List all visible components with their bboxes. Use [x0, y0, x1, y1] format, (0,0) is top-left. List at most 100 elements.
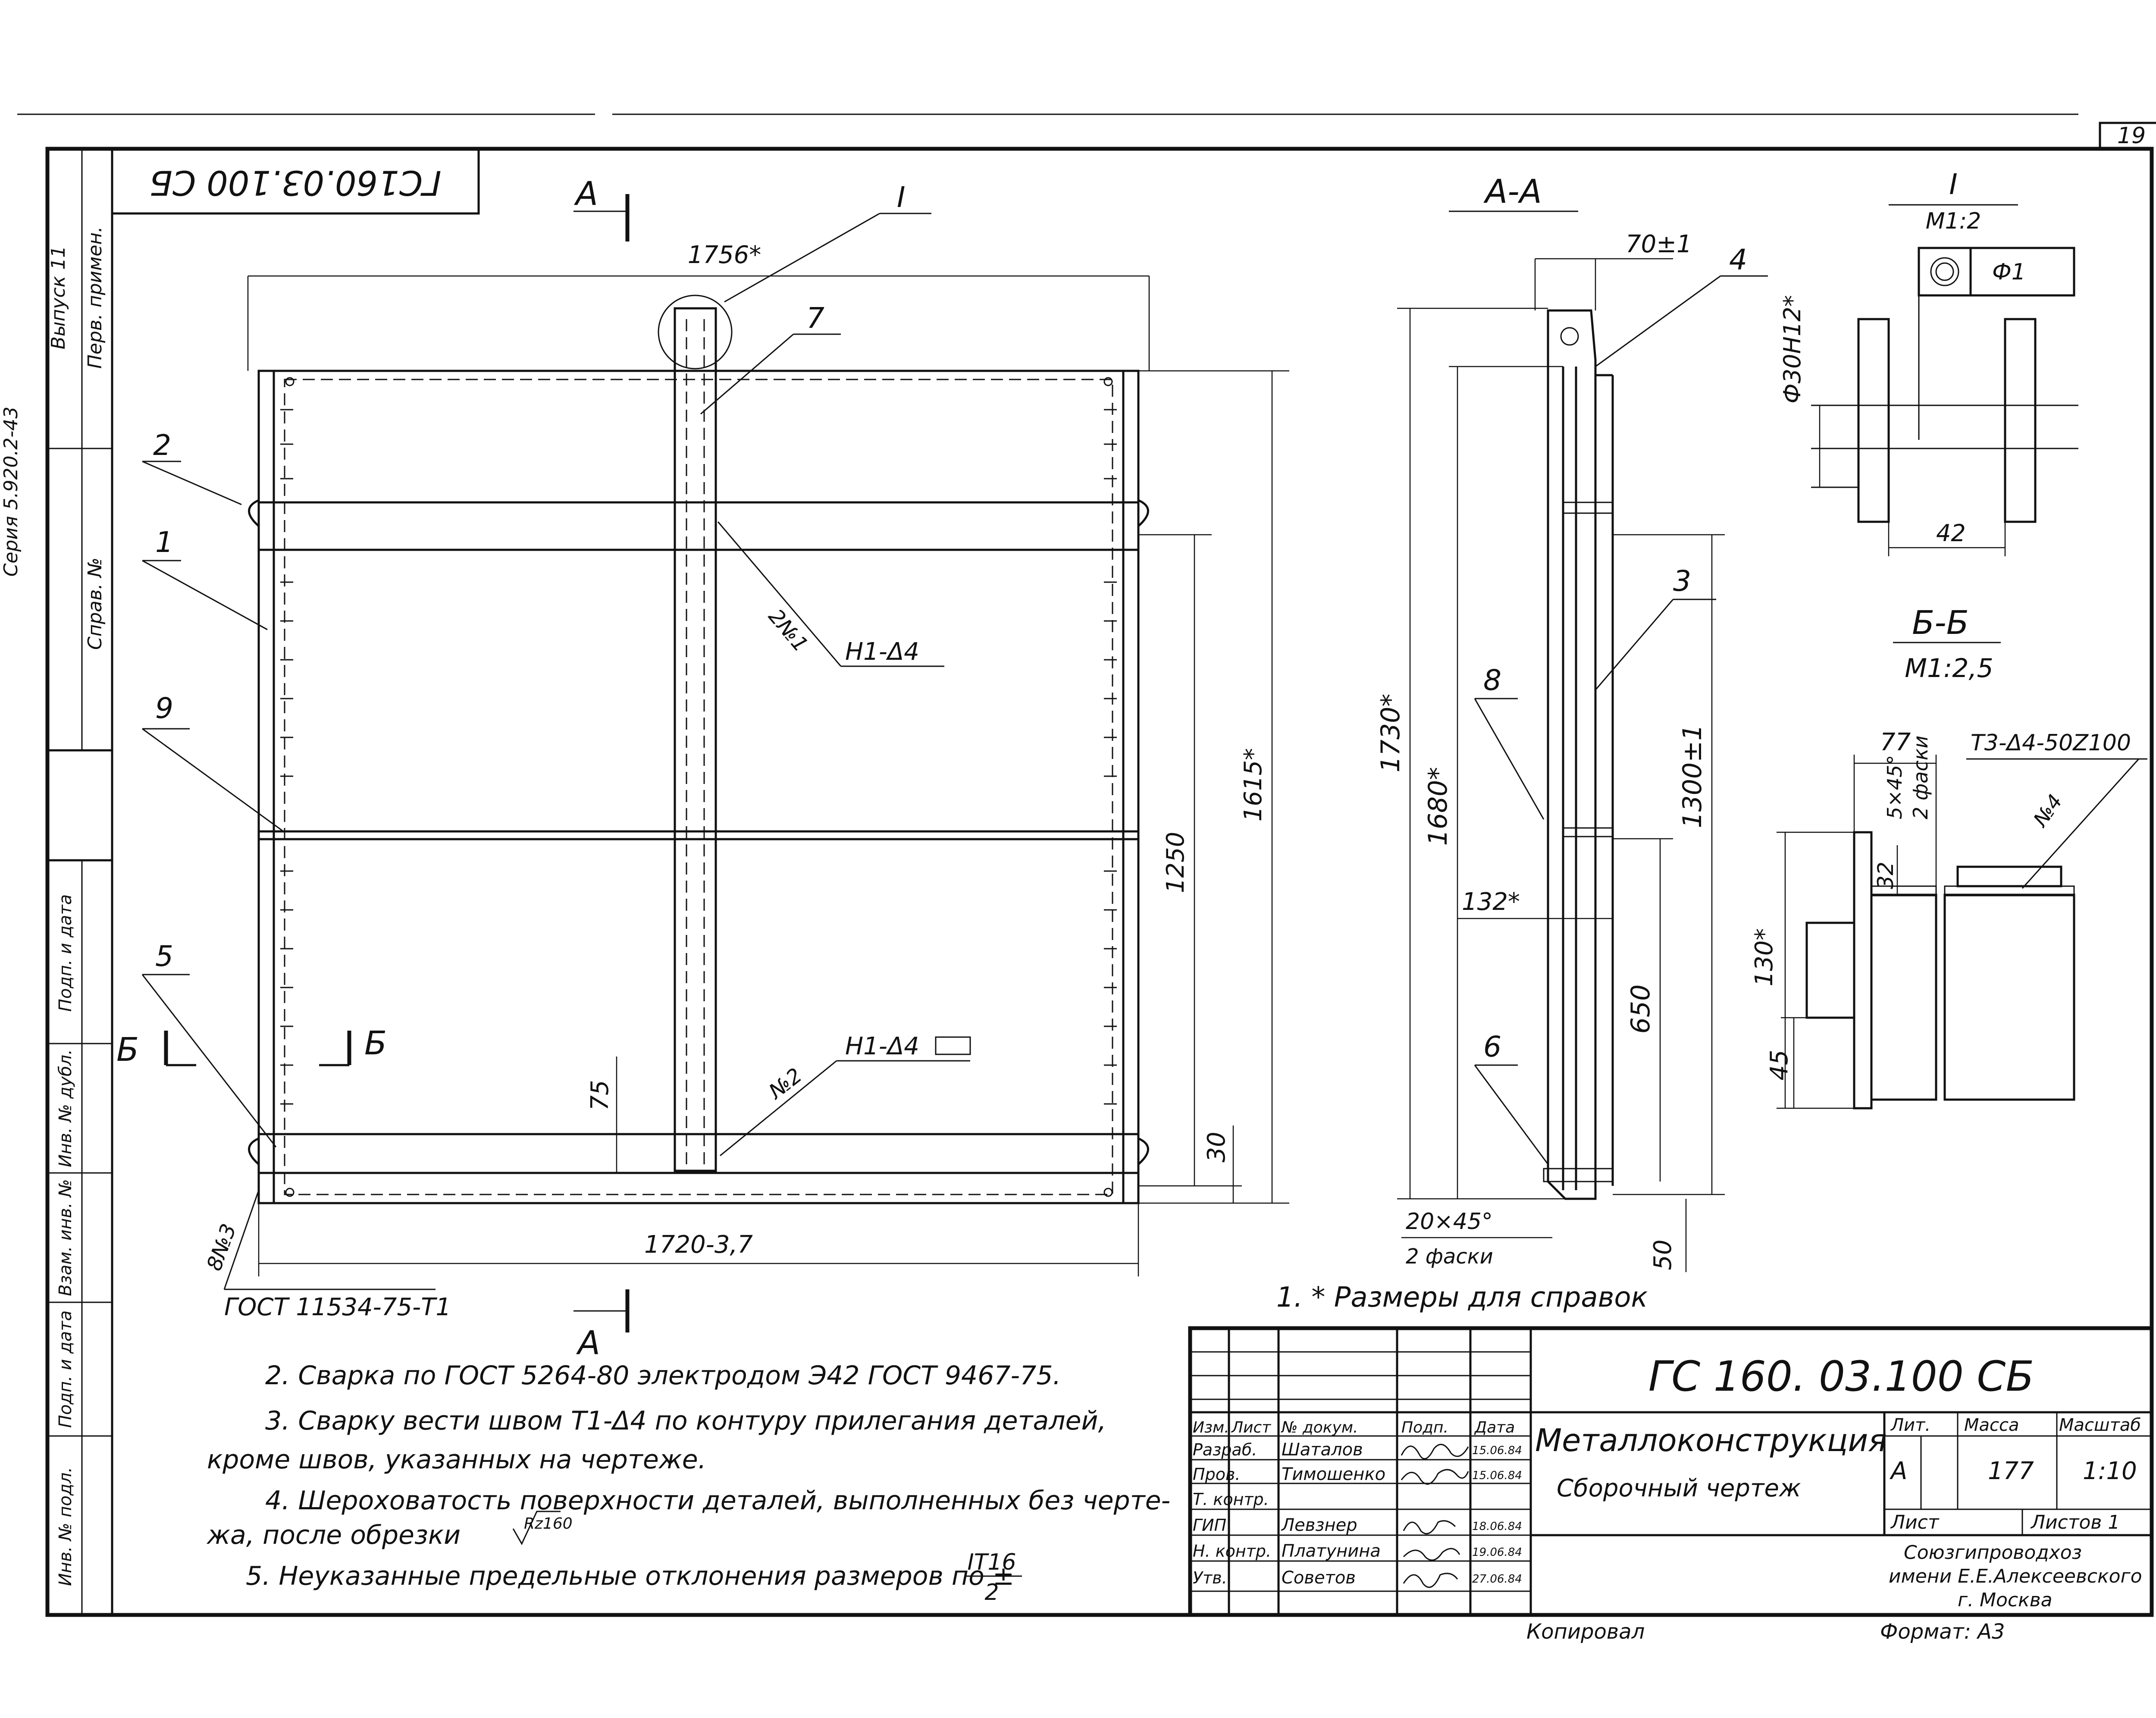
- section-b-left: Б: [116, 1030, 139, 1069]
- date-razrab: 15.06.84: [1472, 1444, 1522, 1457]
- bb-lug: [1805, 922, 1855, 1019]
- dim-1300: 1300±1: [1677, 724, 1708, 828]
- section-mark-bottom: А: [576, 1323, 600, 1362]
- dim-77: 77: [1880, 728, 1911, 756]
- date-nkontr: 19.06.84: [1472, 1546, 1522, 1559]
- date-gip: 18.06.84: [1472, 1520, 1522, 1533]
- sheet-label: Лист: [1890, 1511, 1940, 1533]
- page-number-box: 19: [2099, 122, 2156, 149]
- note-1: 1. * Размеры для справок: [1276, 1282, 1648, 1314]
- section-aa-foot: [1543, 1168, 1614, 1182]
- strip-podp-data-2: Подп. и дата: [56, 1310, 75, 1428]
- chamfer-aa-note: 2 фаски: [1406, 1245, 1493, 1269]
- role-prov: Пров.: [1193, 1465, 1240, 1484]
- pos-6: 6: [1483, 1030, 1501, 1063]
- bb-chamfer: 5×45°: [1883, 755, 1906, 819]
- pos-1: 1: [155, 526, 173, 559]
- roughness-symbol: [512, 1511, 561, 1546]
- dim-30: 30: [1203, 1132, 1231, 1162]
- hdr-izm: Изм.: [1193, 1419, 1229, 1436]
- pos-3: 3: [1673, 564, 1691, 598]
- dim-45: 45: [1765, 1050, 1793, 1080]
- dim-1730: 1730*: [1376, 694, 1406, 773]
- pos-2: 2: [153, 429, 171, 462]
- detail-lug-right: [2004, 318, 2037, 523]
- hdr-doc: № докум.: [1281, 1419, 1358, 1436]
- rotated-code: ГС160.03.100 СБ: [149, 163, 441, 202]
- section-b-right: Б: [364, 1024, 387, 1062]
- bb-channel-left: [1870, 893, 1937, 1101]
- bb-cap: [1956, 865, 2062, 887]
- section-bb: Б-Б М1:2,5 77 5×45° 2 фаски Т3-Δ4-50Z100…: [1750, 603, 2147, 1110]
- sheets-label: Листов 1: [2030, 1511, 2120, 1533]
- drawing-code: ГС 160. 03.100 СБ: [1648, 1352, 2034, 1401]
- detail-callout: I: [897, 181, 905, 214]
- weld-1-count: 2№1: [764, 605, 813, 657]
- bb-weld: Т3-Δ4-50Z100: [1971, 730, 2131, 756]
- strip-perv-primen: Перв. примен.: [84, 226, 106, 369]
- note-5-denominator: 2: [984, 1580, 999, 1605]
- strip-inv-podl: Инв. № подл.: [56, 1467, 75, 1586]
- bb-weld-count: №4: [2028, 790, 2067, 832]
- role-nkontr: Н. контр.: [1193, 1542, 1271, 1561]
- drawing-type: Сборочный чертеж: [1557, 1474, 1801, 1502]
- dim-50: 50: [1649, 1239, 1677, 1270]
- signature-prov: [1401, 1469, 1469, 1485]
- section-bb-title: Б-Б: [1912, 603, 1969, 642]
- bb-chamfer-note: 2 фаски: [1909, 736, 1932, 819]
- format-label: Формат: А3: [1880, 1620, 2005, 1644]
- copied-by-label: Копировал: [1526, 1620, 1645, 1644]
- section-aa-rib-1: [1562, 502, 1614, 514]
- org-line-1: Союзгипроводхоз: [1904, 1542, 2082, 1564]
- mass-label: Масса: [1964, 1415, 2019, 1435]
- signature-gip: [1403, 1520, 1456, 1535]
- page-number: 19: [2117, 123, 2146, 149]
- frame-outline: [257, 370, 1140, 1204]
- dim-132: 132*: [1462, 888, 1520, 916]
- org-line-3: г. Москва: [1958, 1589, 2053, 1611]
- roughness-value: Rz160: [524, 1515, 573, 1533]
- dim-width-bottom: 1720-3,7: [644, 1231, 753, 1259]
- detail-i-title: I: [1949, 168, 1957, 201]
- left-strip: Перв. примен. Справ. № Серия 5.920.2-43 …: [0, 147, 113, 1616]
- chamfer-aa: 20×45°: [1406, 1209, 1493, 1235]
- section-aa-title: А-А: [1483, 172, 1542, 210]
- role-razrab: Разраб.: [1193, 1440, 1257, 1459]
- date-prov: 15.06.84: [1472, 1469, 1522, 1482]
- note-3b: кроме швов, указанных на чертеже.: [207, 1445, 706, 1475]
- note-2: 2. Сварка по ГОСТ 5264-80 электродом Э42…: [265, 1361, 1061, 1391]
- signature-utv: [1403, 1573, 1458, 1588]
- scale-value: 1:10: [2083, 1457, 2137, 1485]
- strip-inv-dubl: Инв. № дубл.: [56, 1049, 75, 1167]
- dim-1680: 1680*: [1423, 767, 1453, 846]
- front-view: 1756* 1720-3,7 1615* 1250 30 75 А А I 7: [116, 174, 1289, 1362]
- detail-i: I М1:2 Ф1 Ф30Н12* 42: [1779, 168, 2078, 556]
- dim-width-top: 1756*: [688, 241, 761, 269]
- date-utv: 27.06.84: [1472, 1573, 1522, 1586]
- weld-2: H1-Δ4: [845, 1032, 919, 1060]
- section-aa: А-А 1730* 1680* 70±1 1300±1 650 132*: [1376, 172, 1768, 1272]
- detail-i-circle: [658, 295, 733, 370]
- drawing-name: Металлоконструкция: [1535, 1422, 1887, 1458]
- pos-8: 8: [1483, 664, 1501, 697]
- bb-plate: [1853, 831, 1873, 1110]
- hdr-list: Лист: [1231, 1419, 1271, 1436]
- mass-value: 177: [1988, 1457, 2034, 1485]
- note-3: 3. Сварку вести швом Т1-Δ4 по контуру пр…: [265, 1406, 1106, 1436]
- weld-1: H1-Δ4: [845, 638, 919, 666]
- lit-label: Лит.: [1890, 1415, 1930, 1435]
- title-block: Изм. Лист № докум. Подп. Дата Разраб. Пр…: [1188, 1326, 2154, 1617]
- dim-1250: 1250: [1162, 832, 1190, 893]
- signature-razrab: [1401, 1444, 1469, 1460]
- weld-2-count: №2: [764, 1063, 807, 1105]
- lit-value: А: [1890, 1457, 1907, 1485]
- note-4: 4. Шероховатость поверхности деталей, вы…: [265, 1486, 1170, 1516]
- sheet-hidden-outline: [284, 379, 1113, 1195]
- section-mark-top: А: [573, 174, 598, 213]
- note-5-numerator: IT16: [967, 1549, 1016, 1575]
- note-5: 5. Неуказанные предельные отклонения раз…: [246, 1561, 1014, 1591]
- strip-vzam-inv: Взам. инв. №: [56, 1179, 75, 1296]
- dim-650: 650: [1626, 984, 1656, 1034]
- dim-130: 130*: [1750, 928, 1778, 987]
